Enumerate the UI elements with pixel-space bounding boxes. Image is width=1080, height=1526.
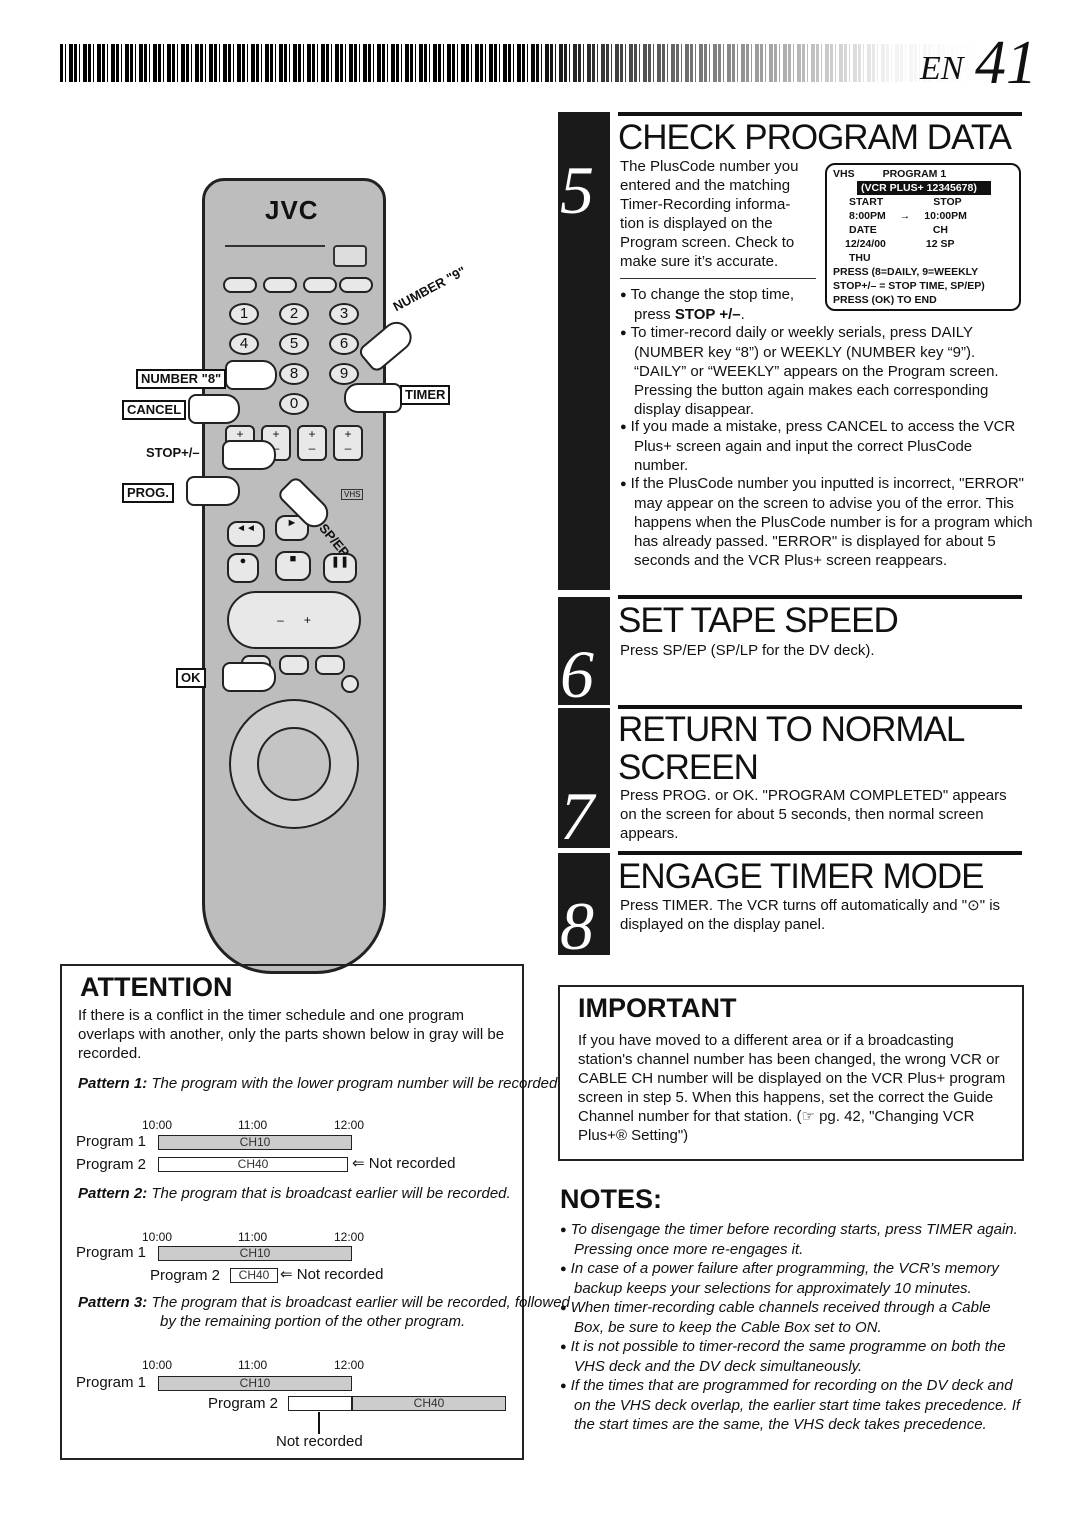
p3-time-1100: 11:00	[238, 1358, 268, 1372]
hand-pointer-stop	[222, 440, 276, 470]
step6-text: Press SP/EP (SP/LP for the DV deck).	[620, 642, 875, 659]
p3-program1-label: Program 1	[76, 1374, 147, 1391]
hand-pointer-ok	[222, 662, 276, 692]
hand-pointer-prog	[186, 476, 240, 506]
note-item: If the times that are programmed for rec…	[560, 1376, 1022, 1434]
p1-program2-label: Program 2	[76, 1156, 147, 1173]
key-5: 5	[279, 333, 309, 355]
p3-program2-label: Program 2	[208, 1395, 279, 1412]
jvc-logo: JVC	[265, 195, 319, 225]
step7-number: 7	[560, 778, 594, 854]
attention-intro: If there is a conflict in the timer sche…	[78, 1007, 505, 1062]
p2-program1-label: Program 1	[76, 1244, 147, 1261]
p1-bar-ch10: CH10	[158, 1135, 352, 1150]
pattern1-text: Pattern 1: The program with the lower pr…	[78, 1075, 562, 1092]
step5-number: 5	[560, 152, 594, 228]
note-item: When timer-recording cable channels rece…	[560, 1298, 1022, 1337]
step8-sidebar	[558, 853, 610, 955]
key-2: 2	[279, 303, 309, 325]
key-4: 4	[229, 333, 259, 355]
p2-time-1000: 10:00	[142, 1230, 173, 1244]
p2-time-1200: 12:00	[334, 1230, 365, 1244]
note-item: In case of a power failure after program…	[560, 1259, 1022, 1298]
p3-arrow	[318, 1412, 320, 1434]
p1-bar-ch40: CH40	[158, 1157, 348, 1172]
label-ok: OK	[176, 668, 206, 688]
step5-sidebar	[558, 112, 610, 590]
notes-title: NOTES:	[560, 1184, 663, 1214]
step7-text: Press PROG. or OK. "PROGRAM COMPLETED" a…	[620, 787, 1007, 842]
p3-bar-ch10: CH10	[158, 1376, 352, 1391]
p2-time-1100: 11:00	[238, 1230, 268, 1244]
page-number: 41	[975, 29, 1037, 97]
step6-sidebar	[558, 597, 610, 705]
step5-heading: CHECK PROGRAM DATA	[618, 112, 1022, 158]
step8-text: Press TIMER. The VCR turns off automatic…	[620, 897, 1001, 933]
step8-number: 8	[560, 888, 594, 964]
p1-not-recorded: ⇐ Not recorded	[352, 1155, 456, 1172]
step6-number: 6	[560, 636, 594, 712]
step5-bullet-stop: To change the stop time,press STOP +/–.	[620, 285, 834, 324]
header-fade	[520, 44, 980, 82]
hand-pointer-timer	[344, 383, 402, 413]
step7-sidebar	[558, 708, 610, 848]
vhs-mark: VHS	[341, 489, 364, 500]
pattern2-text: Pattern 2: The program that is broadcast…	[78, 1185, 511, 1202]
key-3: 3	[329, 303, 359, 325]
note-item: It is not possible to timer-record the s…	[560, 1337, 1022, 1376]
step6-heading: SET TAPE SPEED	[618, 595, 1022, 641]
notes-list: To disengage the timer before recording …	[560, 1220, 1022, 1434]
key-8: 8	[279, 363, 309, 385]
hand-pointer-cancel	[188, 394, 240, 424]
attention-box: ATTENTION If there is a conflict in the …	[60, 964, 570, 1460]
label-cancel: CANCEL	[122, 400, 187, 420]
p1-time-1000: 10:00	[142, 1118, 173, 1132]
key-6: 6	[329, 333, 359, 355]
p2-bar-ch10: CH10	[158, 1246, 352, 1261]
important-title: IMPORTANT	[578, 993, 737, 1023]
label-stop: STOP+/–	[146, 445, 200, 460]
key-0: 0	[279, 393, 309, 415]
p3-time-1000: 10:00	[142, 1358, 173, 1372]
osd-vcrplus-code: (VCR PLUS+ 12345678)	[857, 181, 991, 195]
p3-not-recorded: Not recorded	[276, 1433, 363, 1450]
note-item: To disengage the timer before recording …	[560, 1220, 1022, 1259]
p1-time-1200: 12:00	[334, 1118, 365, 1132]
step5-bullet-cancel: If you made a mistake, press CANCEL to a…	[620, 417, 1026, 475]
p3-bar-ch40: CH40	[352, 1396, 506, 1411]
label-prog: PROG.	[122, 483, 174, 503]
attention-title: ATTENTION	[80, 972, 233, 1002]
step8-heading: ENGAGE TIMER MODE	[618, 851, 1022, 897]
step5-bullet-daily: To timer-record daily or weekly serials,…	[620, 323, 1026, 419]
p1-program1-label: Program 1	[76, 1133, 147, 1150]
label-number-8: NUMBER "8"	[136, 369, 227, 389]
p1-time-1100: 11:00	[238, 1118, 268, 1132]
p2-program2-label: Program 2	[150, 1267, 221, 1284]
label-number-9: NUMBER "9"	[390, 263, 469, 315]
key-1: 1	[229, 303, 259, 325]
step5-divider	[620, 278, 816, 279]
language-label: EN	[920, 50, 964, 87]
p3-bar-unrecorded	[288, 1396, 352, 1411]
pattern3-text: Pattern 3: The program that is broadcast…	[78, 1294, 570, 1330]
important-text: If you have moved to a different area or…	[578, 1032, 1006, 1144]
step5-bullet-error: If the PlusCode number you inputted is i…	[620, 474, 1034, 570]
p3-time-1200: 12:00	[334, 1358, 365, 1372]
label-timer: TIMER	[400, 385, 451, 405]
p2-not-recorded: ⇐ Not recorded	[280, 1266, 384, 1283]
remote-control-illustration: JVC 1 2 3 4 5 6 8 9 0 +– +– +– +– VHS ◄◄…	[202, 178, 386, 974]
key-9: 9	[329, 363, 359, 385]
p2-bar-ch40: CH40	[230, 1268, 278, 1283]
important-box: IMPORTANT If you have moved to a differe…	[558, 985, 1024, 1161]
hand-pointer-number8	[225, 360, 277, 390]
